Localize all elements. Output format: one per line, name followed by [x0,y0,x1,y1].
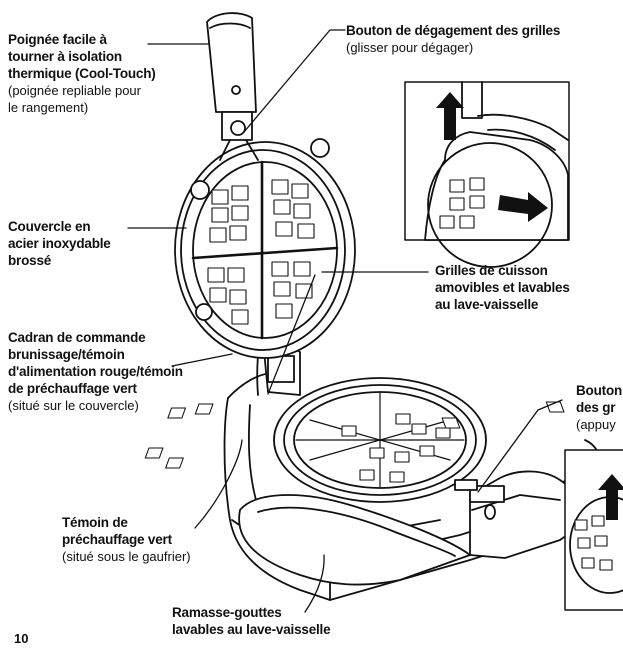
label-preheat-line-2: préchauffage vert [62,532,172,547]
label-dial: Cadran de commande brunissage/témoin d'a… [8,329,183,414]
inset-release-button [404,81,570,268]
label-drip-line-2: lavables au lave-vaisselle [172,622,331,637]
lid [174,138,356,359]
label-dial-line-1: Cadran de commande [8,330,146,345]
label-button-line-1: Bouton [576,383,623,398]
label-button-line-2: des gr [576,400,616,415]
label-lid-line-3: brossé [8,253,52,268]
label-dial-line-4: de préchauffage vert [8,381,137,396]
label-button-note-1: (appuy [576,417,616,432]
label-handle-line-2: tourner à isolation [8,49,122,64]
label-preheat-note-1: (situé sous le gaufrier) [62,549,191,564]
inset-plate-button [564,449,623,611]
label-plate-button: Bouton des gr (appuy [576,382,622,433]
label-plates-line-1: Grilles de cuisson [435,263,548,278]
hinge-stand [469,470,589,559]
label-plates-line-3: au lave-vaisselle [435,297,539,312]
label-dial-line-3: d'alimentation rouge/témoin [8,364,183,379]
lower-plate [144,377,565,503]
label-dial-line-2: brunissage/témoin [8,347,125,362]
label-handle-line-3: thermique (Cool-Touch) [8,66,156,81]
label-release-note-1: (glisser pour dégager) [346,40,474,55]
label-release-line-1: Bouton de dégagement des grilles [346,23,561,38]
label-dial-note-1: (situé sur le couvercle) [8,398,139,413]
callout-lines [127,29,563,613]
label-handle-line-1: Poignée facile à [8,32,107,47]
label-drip-tray: Ramasse-gouttes lavables au lave-vaissel… [172,604,331,638]
label-lid-line-2: acier inoxydable [8,236,111,251]
label-drip-line-1: Ramasse-gouttes [172,605,282,620]
label-handle-note-1: (poignée repliable pour [8,83,141,98]
label-preheat: Témoin de préchauffage vert (situé sous … [62,514,191,565]
label-plates-line-2: amovibles et lavables [435,280,570,295]
label-release-button: Bouton de dégagement des grilles (glisse… [346,22,560,56]
label-plates: Grilles de cuisson amovibles et lavables… [435,262,570,313]
label-lid: Couvercle en acier inoxydable brossé [8,218,111,269]
drip-tray [238,494,471,586]
page-number: 10 [14,631,29,646]
label-handle: Poignée facile à tourner à isolation the… [8,31,156,116]
label-handle-note-2: le rangement) [8,100,89,115]
label-preheat-line-1: Témoin de [62,515,128,530]
label-lid-line-1: Couvercle en [8,219,91,234]
handle [206,12,259,161]
